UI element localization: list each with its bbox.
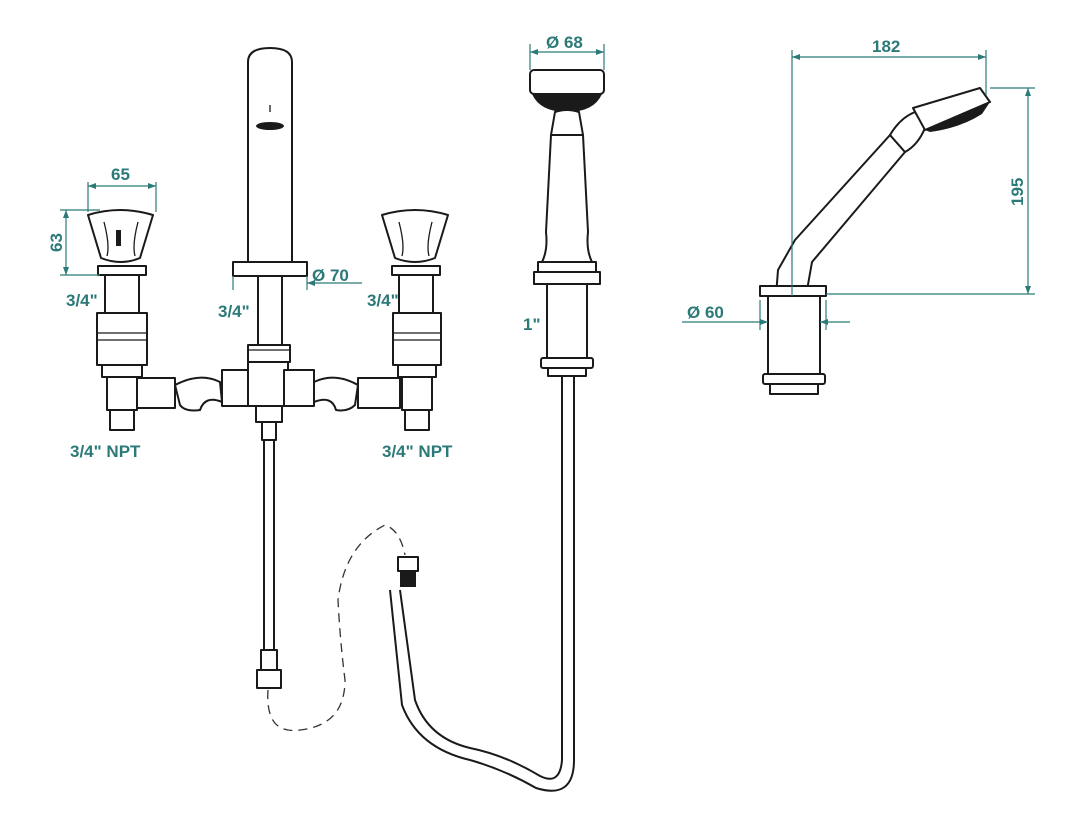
- label-spout-diameter: Ø 70: [312, 266, 349, 285]
- label-shower-head-diameter: Ø 68: [546, 33, 583, 52]
- hand-shower: [389, 69, 605, 792]
- label-shower-connection: 1": [523, 315, 541, 334]
- label-spout-inlet: 3/4": [218, 302, 250, 321]
- label-holder-base-diameter: Ø 60: [687, 303, 724, 322]
- label-holder-height: 195: [1008, 178, 1027, 206]
- right-valve: [381, 209, 449, 431]
- left-valve: [87, 209, 154, 431]
- dimension-labels: 65 63 3/4" 3/4" NPT 3/4" Ø 70 3/4" 3/4" …: [47, 33, 1027, 461]
- shower-holder: [759, 87, 991, 395]
- spout-supply-hose: [256, 421, 282, 689]
- dimension-lines: [60, 44, 1035, 330]
- label-right-npt: 3/4" NPT: [382, 442, 453, 461]
- label-holder-width: 182: [872, 37, 900, 56]
- spout: [232, 47, 308, 351]
- label-left-npt: 3/4" NPT: [70, 442, 141, 461]
- label-right-inlet: 3/4": [367, 291, 399, 310]
- label-left-inlet: 3/4": [66, 291, 98, 310]
- hose-dashed-continuation: [267, 524, 406, 732]
- label-handle-width: 65: [111, 165, 130, 184]
- valve-connectors: [136, 344, 401, 423]
- label-handle-height: 63: [47, 233, 66, 252]
